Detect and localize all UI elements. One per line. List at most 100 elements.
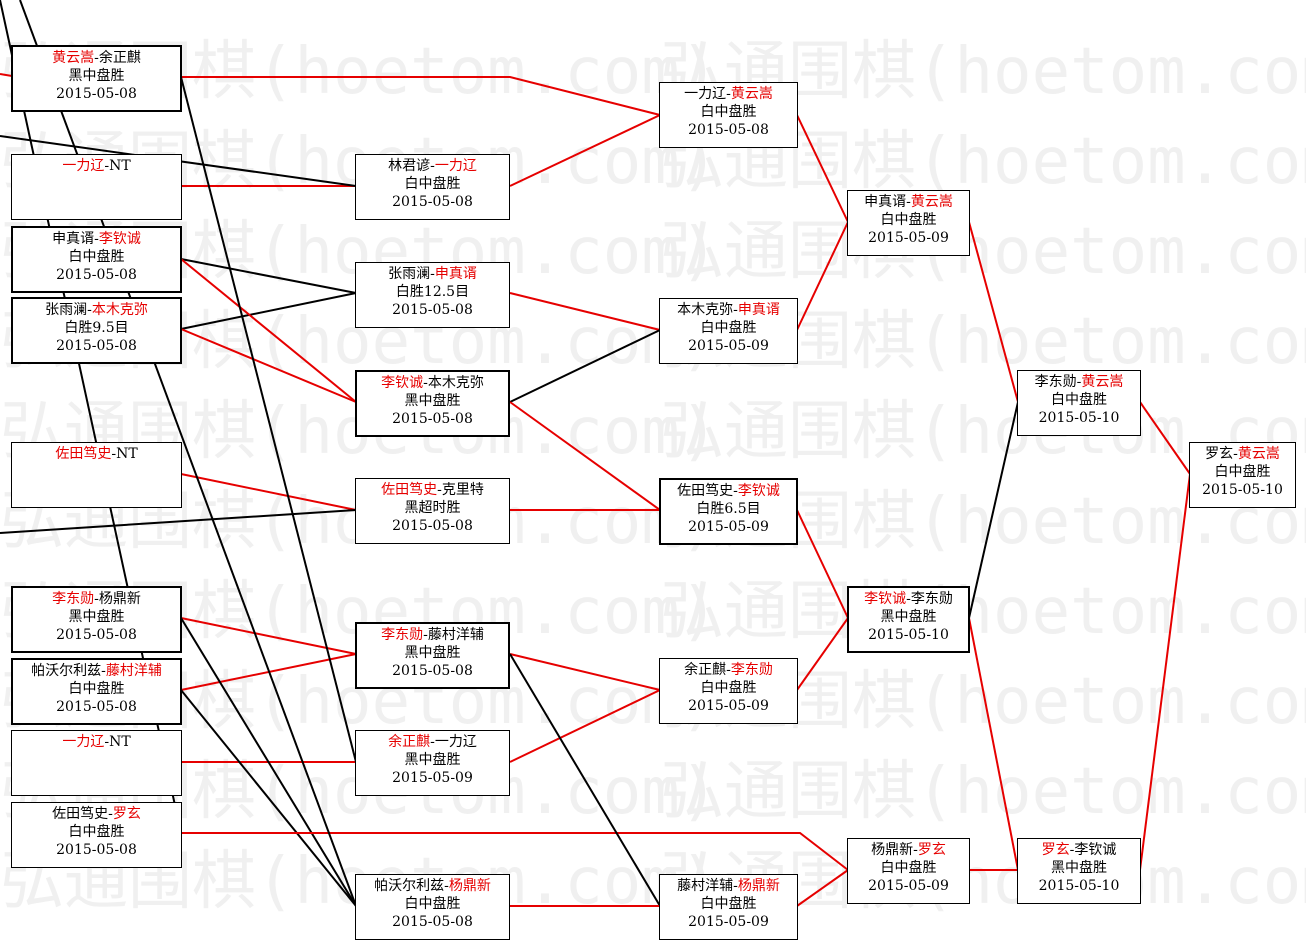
player-name: 罗玄 [1205, 446, 1234, 462]
match-date: 2015-05-08 [392, 663, 473, 679]
player-name: 李钦诚 [864, 591, 907, 607]
match-date: 2015-05-09 [868, 878, 949, 894]
connector-line [509, 653, 661, 691]
connector-line [180, 258, 357, 403]
match-players: 黄云嵩-余正麒 [13, 49, 180, 67]
connector-line [180, 292, 357, 330]
match-result: 黑中盘胜 [404, 645, 461, 661]
match-result: 白中盘胜 [68, 249, 125, 265]
player-name: 杨鼎新 [737, 878, 780, 894]
match-players: 申真谞-李钦诚 [13, 230, 180, 248]
match-players: 一力辽-NT [12, 733, 181, 751]
match-result: 白中盘胜 [68, 824, 125, 840]
connector-line [180, 76, 357, 763]
player-name: 一力辽 [62, 158, 105, 174]
connector-line [968, 221, 1019, 403]
match-box: 黄云嵩-余正麒黑中盘胜 2015-05-08 [11, 45, 182, 112]
match-date: 2015-05-08 [56, 86, 137, 102]
match-players: 佐田笃史-李钦诚 [661, 482, 796, 500]
player-name: 佐田笃史 [55, 446, 112, 462]
match-result: 黑中盘胜 [880, 609, 937, 625]
player-name: 申真谞 [864, 194, 907, 210]
match-date: 2015-05-10 [1038, 410, 1120, 426]
match-result: 黑中盘胜 [68, 68, 125, 84]
player-name: 黄云嵩 [1081, 374, 1124, 390]
player-separator: - [733, 302, 738, 318]
player-separator: - [87, 302, 92, 318]
match-result: 黑中盘胜 [404, 752, 461, 768]
connector-line [180, 473, 357, 511]
player-separator: - [108, 806, 113, 822]
connector-line [19, 0, 357, 907]
player-name: NT [109, 158, 131, 174]
match-players: 罗玄-黄云嵩 [1190, 445, 1295, 463]
match-players: 帕沃尔利兹-杨鼎新 [356, 877, 509, 895]
connector-line [0, 509, 357, 534]
connector-line [509, 114, 661, 187]
player-name: 黄云嵩 [52, 50, 95, 66]
connector-line [509, 689, 661, 763]
connector-line [1139, 401, 1191, 475]
connector-line [509, 329, 661, 403]
match-date: 2015-05-08 [56, 338, 137, 354]
match-players: 林君谚-一力辽 [356, 157, 509, 175]
player-separator: - [101, 663, 106, 679]
connector-line [181, 76, 661, 116]
match-result: 白中盘胜 [700, 320, 757, 336]
player-name: 李东勋 [381, 627, 424, 643]
player-name: 藤村洋辅 [677, 878, 734, 894]
match-box: 藤村洋辅-杨鼎新白中盘胜 2015-05-09 [659, 874, 798, 940]
connector-line [968, 401, 1019, 619]
match-date: 2015-05-08 [56, 699, 137, 715]
match-result: 白中盘胜 [880, 212, 937, 228]
player-separator: - [906, 591, 911, 607]
player-name: NT [109, 734, 131, 750]
match-players: 申真谞-黄云嵩 [848, 193, 969, 211]
match-result: 黑超时胜 [404, 500, 461, 516]
connector-line [1139, 473, 1191, 871]
match-date: 2015-05-09 [392, 770, 473, 786]
player-separator: - [104, 734, 110, 750]
player-name: 本木克弥 [677, 302, 734, 318]
connector-line [180, 689, 357, 907]
match-result: 黑中盘胜 [404, 393, 461, 409]
player-name: 李钦诚 [98, 231, 141, 247]
match-result: 白胜9.5目 [64, 320, 129, 336]
player-name: 余正麒 [98, 50, 141, 66]
connector-line [509, 292, 661, 331]
match-date: 2015-05-09 [868, 230, 949, 246]
player-name: 佐田笃史 [52, 806, 109, 822]
player-name: 李钦诚 [1074, 842, 1117, 858]
player-separator: - [733, 878, 738, 894]
match-date: 2015-05-09 [688, 914, 769, 930]
player-name: 一力辽 [62, 734, 105, 750]
match-box: 一力辽-NT [11, 154, 182, 220]
player-separator: - [94, 591, 99, 607]
player-separator: - [913, 842, 918, 858]
match-date: 2015-05-08 [392, 194, 473, 210]
match-result: 白中盘胜 [1214, 464, 1271, 480]
player-name: 黄云嵩 [730, 86, 773, 102]
connector-line [0, 73, 13, 77]
player-name: 余正麒 [684, 662, 727, 678]
match-date: 2015-05-10 [1038, 878, 1120, 894]
connector-line [796, 221, 849, 331]
player-separator: - [726, 86, 731, 102]
connector-line [509, 401, 661, 511]
match-box: 一力辽-NT [11, 730, 182, 796]
match-result: 白中盘胜 [700, 896, 757, 912]
player-name: 张雨澜 [45, 302, 88, 318]
player-name: 藤村洋辅 [105, 663, 162, 679]
player-name: 申真谞 [737, 302, 780, 318]
match-date: 2015-05-08 [56, 267, 137, 283]
